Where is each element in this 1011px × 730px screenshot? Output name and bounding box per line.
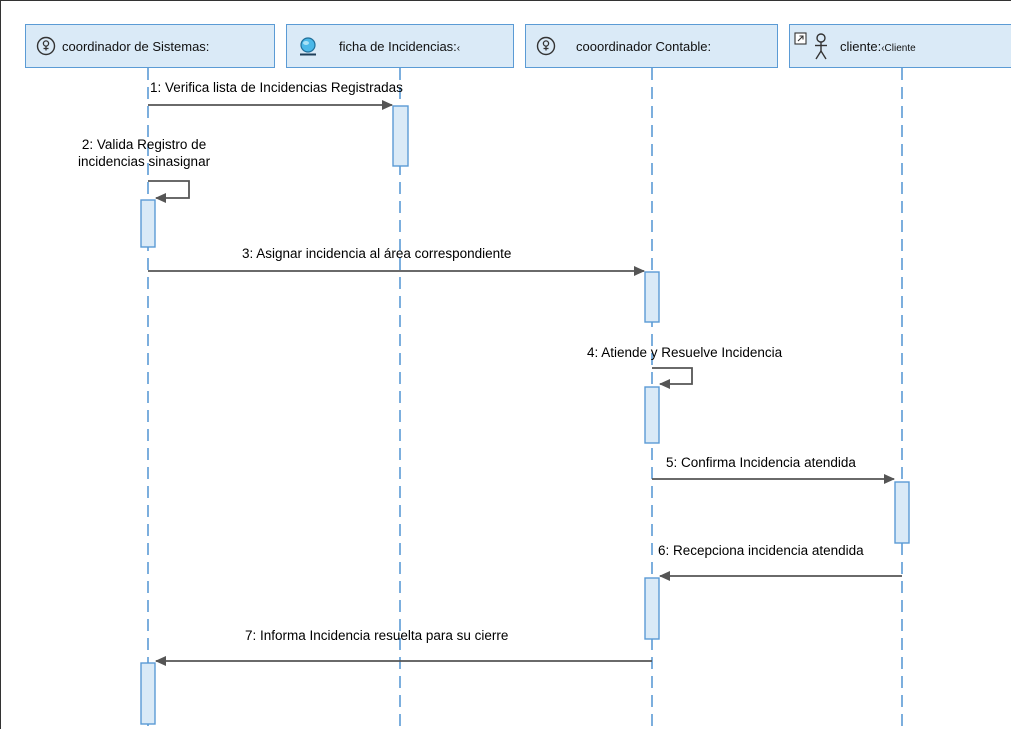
lifeline-label: coordinador de Sistemas: [62,38,210,54]
message-label-2: 2: Valida Registro de incidencias sinasi… [78,137,211,169]
activation-bar[interactable] [392,105,409,167]
message-label-5: 5: Confirma Incidencia atendida [666,455,856,470]
activation-bar[interactable] [140,199,156,248]
lifeline-label: cooordinador Contable: [576,38,712,54]
message-label-6: 6: Recepciona incidencia atendida [658,543,864,558]
activation-bar[interactable] [644,577,660,640]
actor-circle-icon [536,36,556,56]
lifeline-head-coordinador-contable[interactable]: cooordinador Contable: [525,24,778,68]
lifeline-label: ficha de Incidencias:‹ [339,38,461,54]
activation-bar[interactable] [644,271,660,323]
message-arrow-2[interactable] [148,180,190,203]
lifeline-head-ficha-incidencias[interactable]: ficha de Incidencias:‹ [286,24,514,68]
lifeline-label: cliente:‹Cliente [840,38,916,54]
message-arrow-4[interactable] [652,367,693,389]
activation-bar[interactable] [894,481,910,544]
message-label-7: 7: Informa Incidencia resuelta para su c… [245,628,509,643]
actor-circle-icon [36,36,56,56]
message-label-3: 3: Asignar incidencia al área correspond… [242,246,512,261]
message-label-1: 1: Verifica lista de Incidencias Registr… [150,80,403,95]
entity-globe-icon [297,35,319,57]
activation-bar[interactable] [140,662,156,725]
lifeline-head-coordinador-sistemas[interactable]: coordinador de Sistemas: [25,24,275,68]
message-label-4: 4: Atiende y Resuelve Incidencia [587,345,783,360]
lifeline-head-cliente[interactable]: cliente:‹Cliente [789,24,1011,68]
stick-actor-icon [794,31,834,61]
activation-bar[interactable] [644,386,660,444]
